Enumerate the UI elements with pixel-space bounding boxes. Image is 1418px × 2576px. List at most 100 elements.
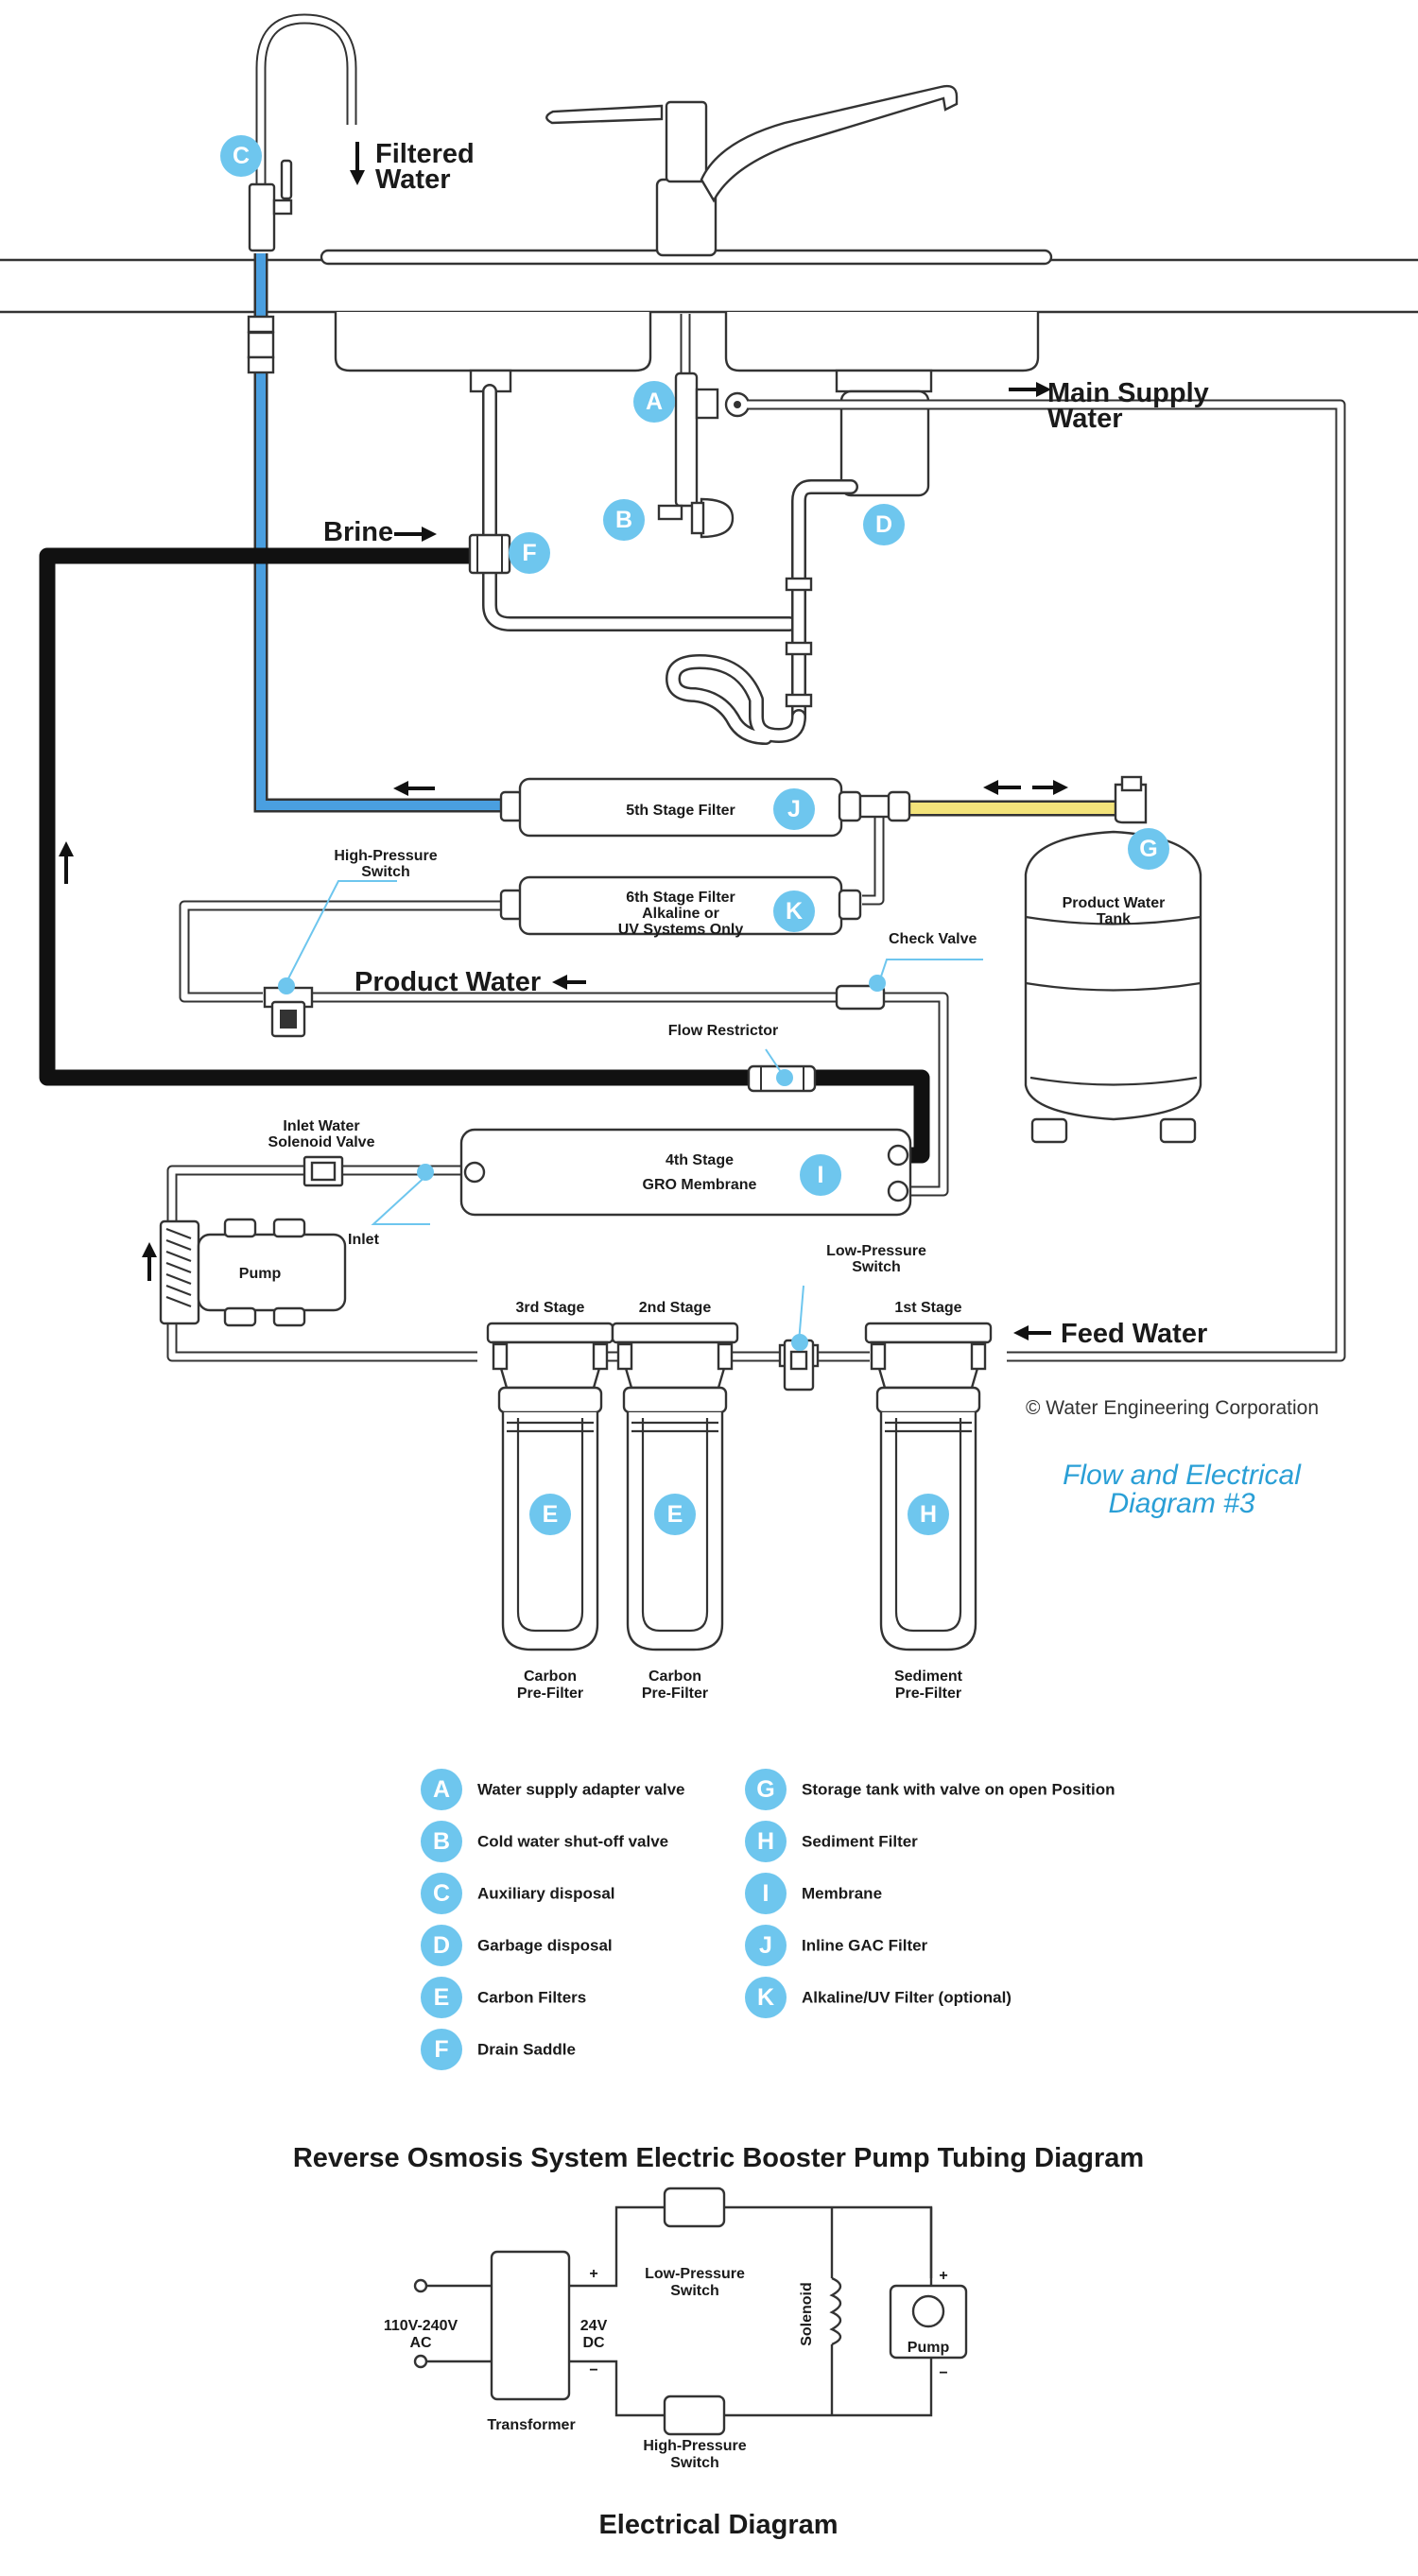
- svg-text:E: E: [667, 1501, 683, 1528]
- marker-g: G: [1128, 828, 1169, 870]
- legend-letter: E: [434, 1984, 450, 2011]
- connection-dot: [417, 1164, 434, 1181]
- legend-letter: F: [434, 2036, 448, 2063]
- flow-restrictor-label: Flow Restrictor: [668, 1023, 778, 1039]
- svg-text:A: A: [646, 389, 663, 415]
- legend-letter: B: [433, 1828, 450, 1855]
- auxiliary-faucet: [248, 13, 357, 252]
- marker-i: I: [800, 1154, 841, 1196]
- flow-arrows: [59, 142, 1068, 1340]
- marker-k: K: [773, 890, 815, 932]
- legend-text: Alkaline/UV Filter (optional): [802, 1989, 1012, 2007]
- legend-text: Carbon Filters: [477, 1989, 586, 2007]
- legend-item-j: J Inline GAC Filter: [745, 1925, 928, 1966]
- stage1-label: 1st Stage: [894, 1300, 961, 1316]
- electrical-pump-label: Pump: [908, 2340, 950, 2356]
- inlet-label: Inlet: [348, 1232, 380, 1248]
- svg-text:K: K: [786, 898, 803, 925]
- high-pressure-switch-symbol: [663, 2394, 726, 2436]
- legend-letter: G: [756, 1776, 774, 1803]
- legend-text: Sediment Filter: [802, 1833, 918, 1851]
- cold-supply-line: [657, 314, 751, 539]
- svg-text:F: F: [522, 540, 536, 566]
- stage3-label: 3rd Stage: [516, 1300, 585, 1316]
- legend-item-h: H Sediment Filter: [745, 1821, 918, 1862]
- copyright-text: © Water Engineering Corporation: [1026, 1397, 1319, 1419]
- legend-letter: J: [759, 1932, 772, 1959]
- svg-text:I: I: [818, 1162, 824, 1188]
- stage3-housing: [486, 1322, 614, 1651]
- sink-drains: [469, 369, 933, 745]
- drain-saddle: [468, 533, 511, 575]
- feed-water-tube: [747, 399, 1346, 1362]
- legend-item-k: K Alkaline/UV Filter (optional): [745, 1977, 1012, 2018]
- legend-letter: K: [757, 1984, 774, 2011]
- transformer-label: Transformer: [487, 2417, 575, 2433]
- check-valve: [835, 984, 886, 1011]
- legend-letter: I: [763, 1880, 770, 1907]
- marker-c: C: [220, 135, 262, 177]
- kitchen-faucet: [545, 84, 959, 257]
- prefilter-housings: [486, 1322, 993, 1651]
- svg-text:E: E: [543, 1501, 559, 1528]
- electrical-diagram-title: Electrical Diagram: [598, 2510, 838, 2540]
- marker-e: E: [529, 1494, 571, 1535]
- stage2-label: 2nd Stage: [639, 1300, 712, 1316]
- legend-text: Drain Saddle: [477, 2041, 576, 2059]
- brine-label: Brine: [323, 517, 393, 547]
- membrane-housing: [459, 1128, 912, 1217]
- diagram-title: Reverse Osmosis System Electric Booster …: [293, 2143, 1144, 2173]
- legend-letter: H: [757, 1828, 774, 1855]
- svg-text:B: B: [615, 507, 632, 533]
- pump-minus-label: −: [939, 2365, 947, 2381]
- connection-dot: [278, 977, 295, 994]
- pump-label: Pump: [239, 1266, 282, 1282]
- legend-item-c: C Auxiliary disposal: [421, 1873, 615, 1914]
- stage5-filter: [499, 777, 911, 838]
- transformer: [490, 2250, 571, 2401]
- connection-dot: [776, 1069, 793, 1086]
- svg-text:C: C: [233, 143, 250, 169]
- svg-text:G: G: [1139, 836, 1157, 862]
- legend-text: Auxiliary disposal: [477, 1885, 615, 1903]
- solenoid-label: Solenoid: [799, 2282, 815, 2346]
- legend-text: Inline GAC Filter: [802, 1937, 928, 1955]
- svg-text:J: J: [787, 796, 801, 822]
- product-water-tubing: [179, 808, 949, 1197]
- marker-b: B: [603, 499, 645, 541]
- countertop: [0, 249, 1418, 314]
- check-valve-label: Check Valve: [889, 931, 977, 947]
- marker-h: H: [908, 1494, 949, 1535]
- product-water-label: Product Water: [354, 967, 541, 997]
- leader-lines: [283, 880, 983, 1343]
- marker-j: J: [773, 788, 815, 830]
- marker-d: D: [863, 504, 905, 545]
- connection-dot: [869, 975, 886, 992]
- feed-water-label: Feed Water: [1061, 1319, 1207, 1349]
- brine-tube: [39, 547, 930, 1164]
- legend-item-f: F Drain Saddle: [421, 2029, 576, 2070]
- legend-text: Water supply adapter valve: [477, 1781, 685, 1799]
- connection-dot: [791, 1334, 808, 1351]
- legend-letter: C: [433, 1880, 450, 1907]
